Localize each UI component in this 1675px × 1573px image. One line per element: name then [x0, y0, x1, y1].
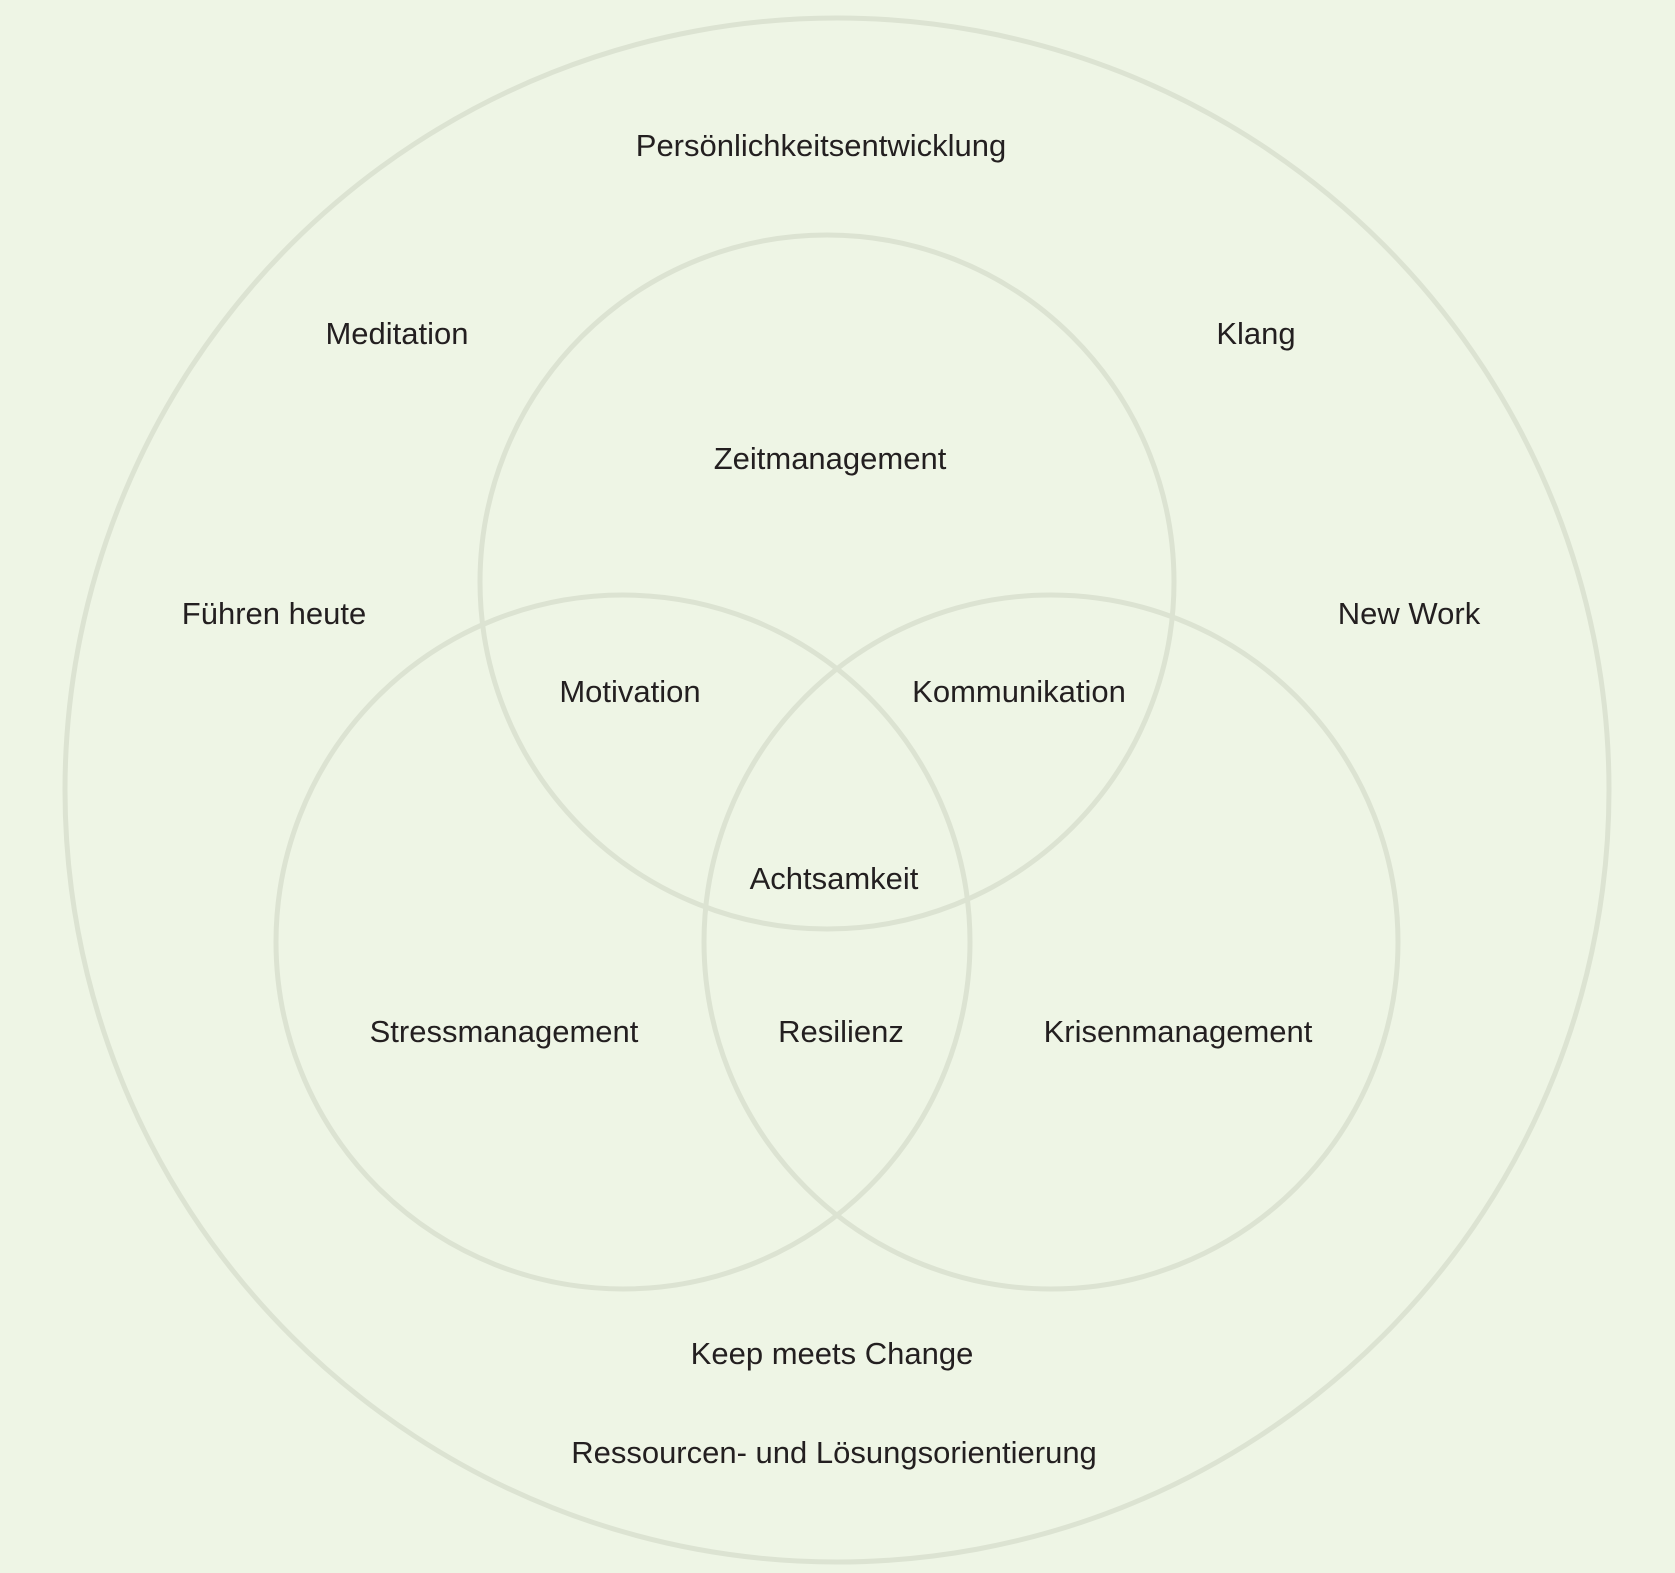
label-krisenmanagement: Krisenmanagement [1043, 1014, 1313, 1049]
label-motivation: Motivation [559, 674, 701, 709]
right-circle [701, 592, 1401, 1292]
label-stressmanagement: Stressmanagement [369, 1014, 639, 1049]
label-persoenlichkeitsentwicklung: Persönlichkeitsentwicklung [635, 128, 1007, 163]
label-kommunikation: Kommunikation [912, 674, 1126, 709]
label-klang: Klang [1216, 316, 1296, 351]
label-new-work: New Work [1337, 596, 1481, 631]
label-resilienz: Resilienz [778, 1014, 904, 1049]
label-fuehren-heute: Führen heute [181, 596, 367, 631]
label-keep-meets-change: Keep meets Change [690, 1336, 974, 1371]
label-zeitmanagement: Zeitmanagement [713, 441, 947, 476]
top-circle [477, 232, 1177, 932]
label-meditation: Meditation [325, 316, 469, 351]
label-achtsamkeit: Achtsamkeit [749, 861, 919, 896]
label-ressourcen-loesungsorientierung: Ressourcen- und Lösungsorientierung [571, 1435, 1097, 1470]
outer-circle [62, 15, 1612, 1565]
left-circle [273, 592, 973, 1292]
